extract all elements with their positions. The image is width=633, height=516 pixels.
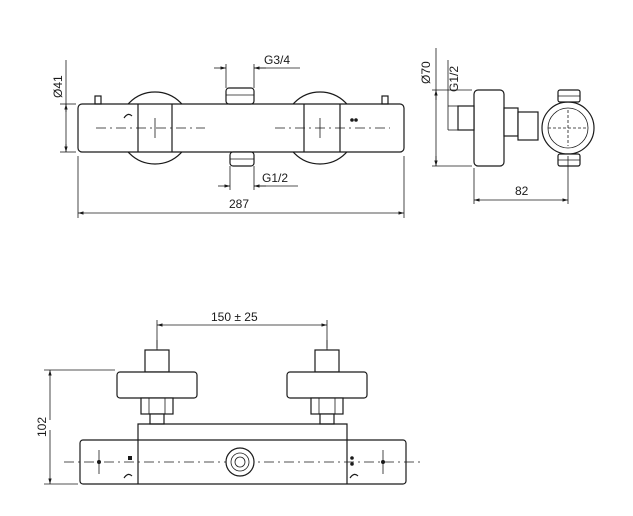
dim-g12-side: G1/2	[447, 66, 461, 92]
dim-287: 287	[229, 197, 249, 211]
dim-g34: G3/4	[264, 53, 290, 67]
front-view: G3/4 G1/2 Ø41 287	[51, 53, 405, 218]
left-eccentric	[116, 371, 198, 399]
dim-82: 82	[515, 184, 529, 198]
side-view: Ø70 G1/2 82	[419, 48, 595, 204]
mark-left	[123, 113, 133, 119]
right-eccentric	[286, 371, 368, 399]
top-view: 150 ± 25	[35, 310, 420, 485]
outlet-circle	[225, 447, 255, 477]
dim-g12-front: G1/2	[262, 171, 288, 185]
dim-dia70: Ø70	[419, 61, 433, 84]
top-outlet	[225, 87, 255, 105]
right-inlet-stub	[314, 349, 340, 373]
side-disc	[473, 89, 505, 167]
dim-dia41: Ø41	[51, 75, 65, 98]
dim-102: 102	[35, 417, 49, 437]
left-inlet-stub	[144, 349, 170, 373]
dim-150: 150 ± 25	[211, 310, 258, 324]
